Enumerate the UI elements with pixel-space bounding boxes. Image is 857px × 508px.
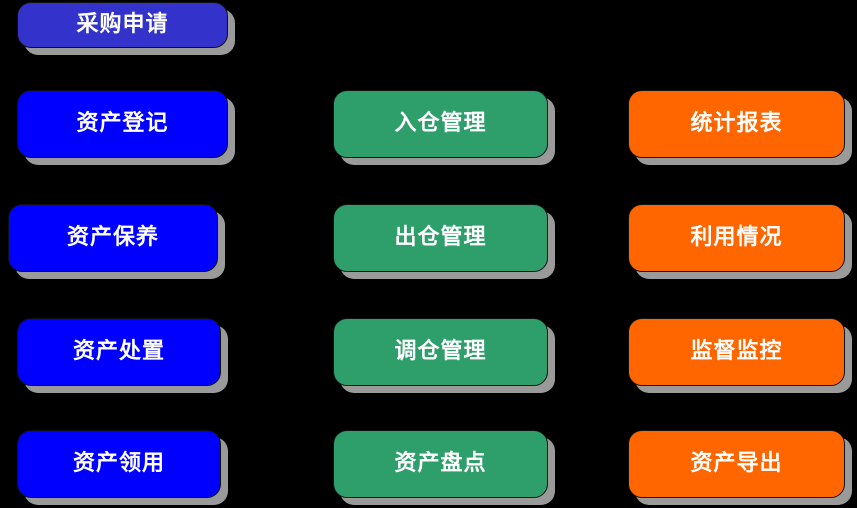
node-label: 资产处置 (72, 339, 165, 364)
node-label: 监督监控 (690, 339, 783, 364)
node-asset-maintenance[interactable]: 资产保养 (8, 204, 218, 272)
node-asset-export[interactable]: 资产导出 (628, 430, 845, 498)
node-asset-registration[interactable]: 资产登记 (17, 90, 228, 158)
node-asset-stocktaking[interactable]: 资产盘点 (333, 430, 548, 498)
node-label: 资产领用 (72, 451, 165, 476)
node-label: 资产登记 (76, 111, 169, 136)
node-label: 出仓管理 (394, 225, 487, 250)
node-label: 入仓管理 (394, 111, 487, 136)
node-statistical-report[interactable]: 统计报表 (628, 90, 845, 158)
node-inbound-management[interactable]: 入仓管理 (333, 90, 548, 158)
node-label: 调仓管理 (394, 339, 487, 364)
node-asset-requisition[interactable]: 资产领用 (17, 430, 221, 498)
node-supervision-monitor[interactable]: 监督监控 (628, 318, 845, 386)
node-label: 资产盘点 (394, 451, 487, 476)
node-label: 采购申请 (76, 12, 169, 37)
node-procurement-request[interactable]: 采购申请 (17, 2, 228, 48)
node-label: 统计报表 (690, 111, 783, 136)
node-label: 资产导出 (690, 451, 783, 476)
node-outbound-management[interactable]: 出仓管理 (333, 204, 548, 272)
node-transfer-management[interactable]: 调仓管理 (333, 318, 548, 386)
node-label: 利用情况 (690, 225, 783, 250)
node-label: 资产保养 (66, 225, 159, 250)
node-asset-disposal[interactable]: 资产处置 (17, 318, 221, 386)
node-utilization-status[interactable]: 利用情况 (628, 204, 845, 272)
